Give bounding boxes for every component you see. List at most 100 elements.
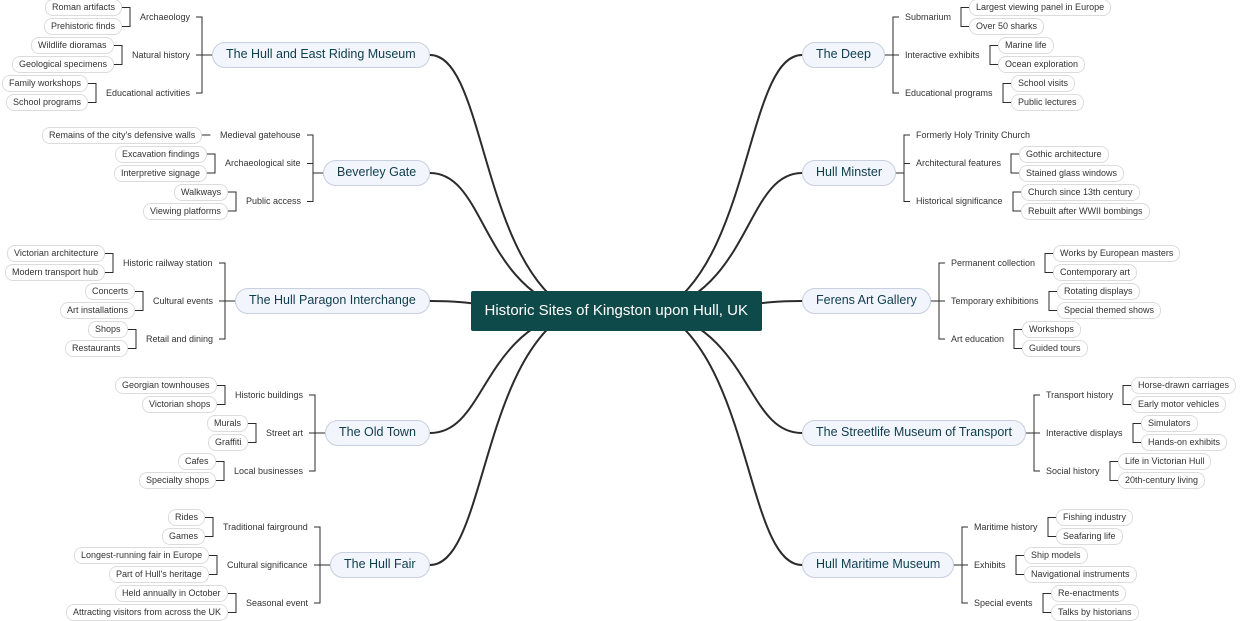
leaf-early-motor-vehicles[interactable]: Early motor vehicles (1131, 396, 1227, 413)
leaf-special-themed-shows[interactable]: Special themed shows (1057, 302, 1162, 319)
topic-the-old-town[interactable]: The Old Town (325, 420, 430, 446)
leaf-simulators[interactable]: Simulators (1141, 415, 1198, 432)
leaf-contemporary-art[interactable]: Contemporary art (1053, 264, 1138, 281)
leaf-prehistoric-finds[interactable]: Prehistoric finds (44, 18, 123, 35)
leaf-marine-life[interactable]: Marine life (998, 37, 1054, 54)
topic-the-hull-paragon-interchange[interactable]: The Hull Paragon Interchange (235, 288, 430, 314)
leaf-interpretive-signage[interactable]: Interpretive signage (114, 164, 208, 182)
leaf-re-enactments[interactable]: Re-enactments (1051, 585, 1127, 602)
subtopic-temporary-exhibitions[interactable]: Temporary exhibitions (945, 292, 1045, 310)
subtopic-historical-significance[interactable]: Historical significance (910, 193, 1009, 210)
subtopic-permanent-collection[interactable]: Permanent collection (945, 254, 1042, 272)
subtopic-social-history[interactable]: Social history (1040, 462, 1106, 480)
leaf-school-programs[interactable]: School programs (6, 94, 89, 111)
leaf-specialty-shops[interactable]: Specialty shops (139, 472, 217, 489)
leaf-rides[interactable]: Rides (168, 509, 206, 526)
leaf-church-since-13th-century[interactable]: Church since 13th century (1021, 183, 1140, 201)
subtopic-exhibits[interactable]: Exhibits (968, 556, 1012, 574)
leaf-part-of-hull-s-heritage[interactable]: Part of Hull's heritage (109, 566, 209, 583)
subtopic-cultural-events[interactable]: Cultural events (147, 292, 220, 310)
topic-ferens-art-gallery[interactable]: Ferens Art Gallery (802, 288, 931, 314)
leaf-restaurants[interactable]: Restaurants (65, 340, 128, 357)
topic-hull-maritime-museum[interactable]: Hull Maritime Museum (802, 552, 955, 578)
leaf-longest-running-fair-in-europe[interactable]: Longest-running fair in Europe (74, 547, 210, 564)
leaf-link (1002, 92, 1012, 103)
leaf-walkways[interactable]: Walkways (174, 183, 229, 201)
leaf-graffiti[interactable]: Graffiti (208, 434, 249, 451)
leaf-largest-viewing-panel-in-europe[interactable]: Largest viewing panel in Europe (969, 0, 1112, 16)
leaf-public-lectures[interactable]: Public lectures (1011, 94, 1084, 111)
leaf-life-in-victorian-hull[interactable]: Life in Victorian Hull (1118, 453, 1212, 470)
subtopic-submarium[interactable]: Submarium (899, 8, 958, 26)
topic-the-deep[interactable]: The Deep (802, 42, 885, 68)
leaf-stained-glass-windows[interactable]: Stained glass windows (1019, 164, 1125, 182)
topic-the-hull-fair[interactable]: The Hull Fair (330, 552, 430, 578)
subtopic-architectural-features[interactable]: Architectural features (910, 155, 1008, 172)
subtopic-educational-activities[interactable]: Educational activities (100, 84, 197, 102)
subtopic-historic-railway-station[interactable]: Historic railway station (117, 254, 219, 272)
topic-beverley-gate[interactable]: Beverley Gate (323, 160, 431, 186)
subtopic-local-businesses[interactable]: Local businesses (228, 462, 310, 480)
subtopic-seasonal-event[interactable]: Seasonal event (240, 594, 315, 612)
subtopic-archaeology[interactable]: Archaeology (134, 8, 197, 26)
leaf-ship-models[interactable]: Ship models (1024, 547, 1088, 564)
leaf-fishing-industry[interactable]: Fishing industry (1056, 509, 1134, 526)
leaf-remains-of-the-city-s-defensive-walls[interactable]: Remains of the city's defensive walls (42, 126, 203, 144)
leaf-navigational-instruments[interactable]: Navigational instruments (1024, 566, 1137, 583)
mindmap-root[interactable]: Historic Sites of Kingston upon Hull, UK (470, 291, 762, 331)
leaf-victorian-architecture[interactable]: Victorian architecture (7, 245, 106, 262)
subtopic-art-education[interactable]: Art education (945, 330, 1011, 348)
leaf-over-50-sharks[interactable]: Over 50 sharks (969, 18, 1045, 35)
leaf-horse-drawn-carriages[interactable]: Horse-drawn carriages (1131, 377, 1237, 394)
topic-the-streetlife-museum-of-transport[interactable]: The Streetlife Museum of Transport (802, 420, 1026, 446)
leaf-gothic-architecture[interactable]: Gothic architecture (1019, 145, 1109, 163)
leaf-link (1122, 394, 1132, 405)
leaf-concerts[interactable]: Concerts (85, 283, 136, 300)
leaf-modern-transport-hub[interactable]: Modern transport hub (5, 264, 106, 281)
leaf-rotating-displays[interactable]: Rotating displays (1057, 283, 1140, 300)
leaf-talks-by-historians[interactable]: Talks by historians (1051, 604, 1139, 621)
leaf-attracting-visitors-from-across-the-uk[interactable]: Attracting visitors from across the UK (66, 604, 229, 621)
subtopic-transport-history[interactable]: Transport history (1040, 386, 1120, 404)
subtopic-special-events[interactable]: Special events (968, 594, 1039, 612)
topic-hull-minster[interactable]: Hull Minster (802, 160, 896, 186)
leaf-murals[interactable]: Murals (207, 415, 249, 432)
leaf-ocean-exploration[interactable]: Ocean exploration (998, 56, 1086, 73)
leaf-georgian-townhouses[interactable]: Georgian townhouses (115, 377, 217, 394)
leaf-cafes[interactable]: Cafes (178, 453, 216, 470)
leaf-held-annually-in-october[interactable]: Held annually in October (115, 585, 228, 602)
topic-the-hull-and-east-riding-museum[interactable]: The Hull and East Riding Museum (212, 42, 430, 68)
subtopic-retail-and-dining[interactable]: Retail and dining (140, 330, 220, 348)
leaf-works-by-european-masters[interactable]: Works by European masters (1053, 245, 1181, 262)
leaf-guided-tours[interactable]: Guided tours (1022, 340, 1088, 357)
leaf-20th-century-living[interactable]: 20th-century living (1118, 472, 1206, 489)
subtopic-cultural-significance[interactable]: Cultural significance (221, 556, 314, 574)
leaf-wildlife-dioramas[interactable]: Wildlife dioramas (31, 37, 114, 54)
subtopic-public-access[interactable]: Public access (240, 193, 308, 210)
leaf-shops[interactable]: Shops (88, 321, 128, 338)
leaf-geological-specimens[interactable]: Geological specimens (12, 56, 115, 73)
subtopic-formerly-holy-trinity-church[interactable]: Formerly Holy Trinity Church (910, 126, 1037, 144)
subtopic-maritime-history[interactable]: Maritime history (968, 518, 1044, 536)
leaf-games[interactable]: Games (162, 528, 206, 545)
subtopic-medieval-gatehouse[interactable]: Medieval gatehouse (214, 126, 307, 144)
subtopic-natural-history[interactable]: Natural history (126, 46, 197, 64)
leaf-school-visits[interactable]: School visits (1011, 75, 1076, 92)
leaf-viewing-platforms[interactable]: Viewing platforms (143, 202, 228, 220)
leaf-roman-artifacts[interactable]: Roman artifacts (45, 0, 123, 16)
leaf-victorian-shops[interactable]: Victorian shops (142, 396, 218, 413)
subtopic-historic-buildings[interactable]: Historic buildings (229, 386, 310, 404)
subtopic-traditional-fairground[interactable]: Traditional fairground (217, 518, 314, 536)
subtopic-interactive-exhibits[interactable]: Interactive exhibits (899, 46, 986, 64)
leaf-seafaring-life[interactable]: Seafaring life (1056, 528, 1123, 545)
subtopic-educational-programs[interactable]: Educational programs (899, 84, 999, 102)
subtopic-street-art[interactable]: Street art (260, 424, 310, 442)
subtopic-interactive-displays[interactable]: Interactive displays (1040, 424, 1129, 442)
leaf-rebuilt-after-wwii-bombings[interactable]: Rebuilt after WWII bombings (1021, 202, 1150, 220)
leaf-hands-on-exhibits[interactable]: Hands-on exhibits (1141, 434, 1228, 451)
leaf-excavation-findings[interactable]: Excavation findings (115, 145, 207, 163)
leaf-art-installations[interactable]: Art installations (60, 302, 136, 319)
subtopic-archaeological-site[interactable]: Archaeological site (219, 155, 307, 172)
leaf-family-workshops[interactable]: Family workshops (2, 75, 89, 92)
leaf-workshops[interactable]: Workshops (1022, 321, 1081, 338)
